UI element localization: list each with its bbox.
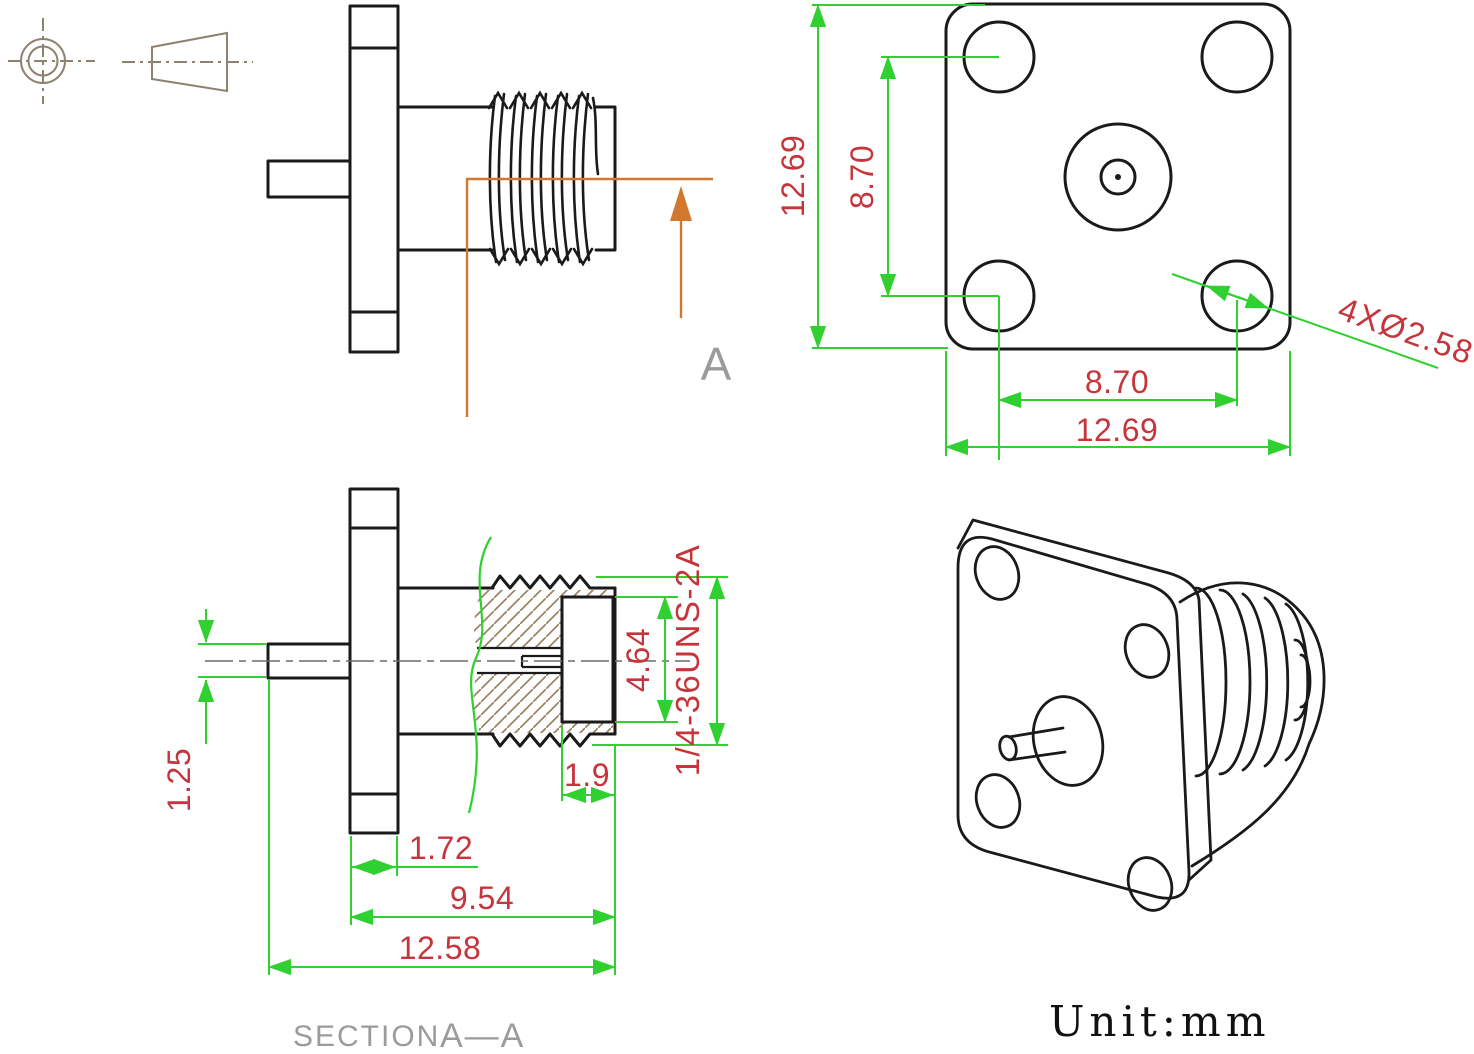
dim-mounting-holes: 4XØ2.58 [1334, 290, 1474, 372]
dim-flange-height: 12.69 [775, 135, 811, 218]
iso-thread-rings [1194, 586, 1310, 778]
extension-lines [268, 680, 616, 975]
hatch-lower [473, 673, 613, 733]
pin-dot [1115, 174, 1121, 180]
flange-cap-lines [348, 526, 400, 796]
extension-lines [198, 643, 266, 678]
bore-lines [477, 646, 562, 675]
iso-dielectric [1031, 695, 1105, 787]
dim-hole-spacing-horizontal: 8.70 [1085, 364, 1149, 400]
isometric-view [956, 518, 1326, 912]
front-view-dimensions: 12.69 8.70 8.70 12.69 4XØ2.58 [775, 4, 1474, 460]
iso-pin [1007, 726, 1067, 762]
iso-flange-thickness [956, 518, 1213, 882]
section-arrow-label: A [701, 338, 732, 390]
hatch-upper [474, 590, 613, 648]
connector-body [396, 105, 617, 252]
flange-face [944, 2, 1292, 351]
dim-recess-diameter: 4.64 [620, 628, 656, 692]
flange-cap-lines [348, 46, 400, 314]
cutting-plane-line [465, 177, 713, 417]
thread-profile-top [490, 574, 617, 590]
extension-lines [592, 576, 728, 746]
iso-mounting-hole [974, 773, 1022, 829]
dim-overall-length: 12.58 [399, 930, 482, 966]
dim-flange-width: 12.69 [1076, 412, 1159, 448]
dielectric-bore [1099, 158, 1137, 196]
mounting-hole [1200, 20, 1274, 94]
flange-side [348, 4, 400, 354]
iso-pin-tip [998, 734, 1018, 762]
extension-lines [812, 4, 985, 349]
projection-cone [151, 31, 228, 93]
dim-hole-spacing-vertical: 8.70 [844, 145, 880, 209]
center-pin [266, 159, 352, 199]
leader-arrow [1206, 285, 1241, 302]
third-angle-projection-symbol [8, 18, 253, 104]
extension-lines [881, 56, 999, 297]
section-view [205, 487, 690, 835]
iso-barrel-silhouette [1178, 581, 1326, 868]
dim-thread-spec: 1/4-36UNS-2A [669, 544, 706, 777]
dim-flange-thickness: 1.72 [409, 830, 473, 866]
iso-mounting-hole [973, 545, 1021, 601]
extension-lines [945, 296, 1291, 460]
dim-pin-diameter: 1.25 [161, 748, 197, 812]
iso-mounting-hole [1123, 623, 1171, 679]
section-cut-line: A [465, 177, 732, 417]
dim-body-length: 9.54 [450, 880, 514, 916]
iso-flange-face [956, 536, 1191, 900]
socket-recess [560, 595, 615, 724]
iso-socket-opening [1293, 638, 1312, 722]
iso-mounting-hole [1126, 856, 1174, 912]
section-title-left: SECTION [293, 1020, 440, 1053]
break-line [467, 536, 492, 814]
section-arrow-head [670, 186, 692, 221]
leader-arrow [1237, 292, 1269, 309]
section-title-right: A—A [440, 1017, 525, 1054]
thread-profile-bottom [490, 732, 617, 748]
connector-boss [1063, 122, 1173, 232]
body-outline [396, 586, 495, 736]
dim-recess-depth: 1.9 [564, 757, 610, 793]
section-view-dimensions: 1.25 1.72 9.54 12.58 1.9 4.64 1/4-36UNS-… [161, 544, 728, 976]
unit-label: Unit:mm [1049, 997, 1271, 1046]
